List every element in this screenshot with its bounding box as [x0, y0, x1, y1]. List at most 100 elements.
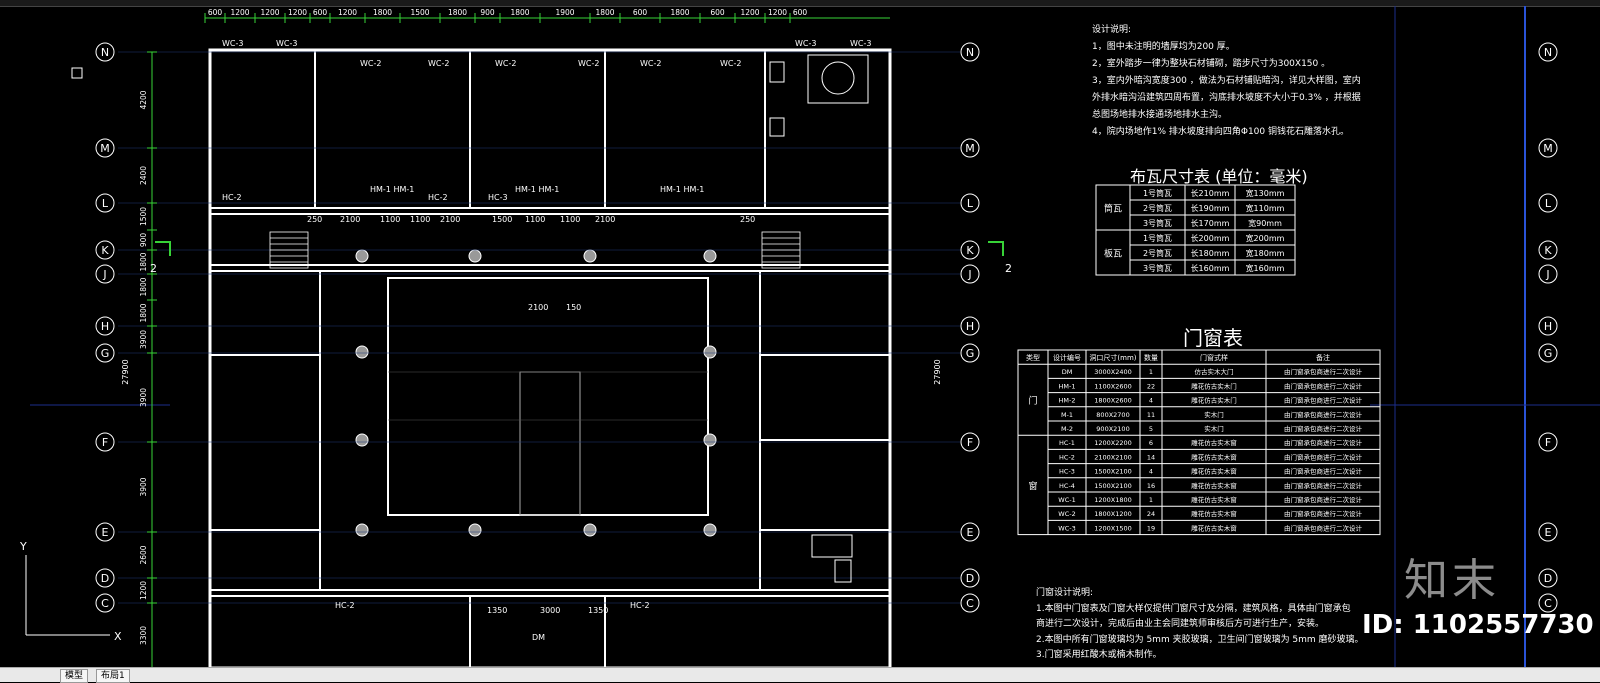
dim-text: 1100: [410, 215, 430, 224]
table-cell: M-1: [1061, 411, 1073, 419]
dim-text: 1800: [139, 303, 148, 322]
grid-bubble: [95, 316, 115, 336]
table-cell: 14: [1147, 453, 1155, 461]
section-mark-label-left: 2: [150, 262, 157, 275]
grid-bubble: [95, 343, 115, 363]
section-mark: [155, 241, 1004, 256]
column: [468, 249, 482, 263]
table-cell: 由门窗承包商进行二次设计: [1284, 424, 1363, 433]
column: [703, 433, 717, 447]
grid-bubble: [960, 432, 980, 452]
dim-text: 2100: [528, 303, 548, 312]
grid-label: F: [102, 436, 108, 449]
dim-text: 600: [710, 8, 725, 17]
dim-text: 2100: [440, 215, 460, 224]
dim-text: 900: [139, 233, 148, 248]
grid-label: D: [966, 572, 974, 585]
window-code: WC-2: [640, 59, 661, 68]
grid-bubble: [95, 593, 115, 613]
grid-bubble: [95, 568, 115, 588]
table-cell: 1800X1200: [1094, 510, 1132, 518]
window-code: WC-2: [428, 59, 449, 68]
table-cell: 由门窗承包商进行二次设计: [1284, 396, 1363, 405]
grid-label: L: [967, 197, 974, 210]
layout-tab-bar: 模型 布局1: [0, 667, 1600, 683]
table-cell: HC-4: [1059, 482, 1075, 490]
table-cell: 板瓦: [1104, 248, 1122, 260]
grid-label: K: [101, 244, 109, 257]
column: [583, 523, 597, 537]
table-header: 洞口尺寸(mm): [1089, 353, 1136, 362]
table-cell: 由门窗承包商进行二次设计: [1284, 410, 1363, 419]
viewcube-icon[interactable]: [71, 67, 83, 79]
grid-bubble: [1538, 138, 1558, 158]
dim-text: 1800: [373, 8, 392, 17]
inner-dimensions: 250 2100 1100 1100 2100 1500 1100 1100 2…: [307, 215, 755, 615]
dim-text: 1200: [139, 581, 148, 600]
table-cell: 800X2700: [1096, 411, 1129, 419]
left-dimension-chain: 4200240015009001800180018003900390039002…: [121, 51, 942, 668]
door-code: HM-1 HM-1: [515, 185, 559, 194]
grid-label: E: [967, 526, 974, 539]
grid-label: E: [102, 526, 109, 539]
dim-text: 1800: [510, 8, 529, 17]
toolbar-strip: [0, 0, 1600, 7]
table-cell: 长200mm: [1191, 233, 1230, 243]
table-cell: 1: [1149, 496, 1153, 504]
grid-bubble: [1538, 240, 1558, 260]
window-code: WC-3: [795, 39, 816, 48]
table-cell: 2100X2100: [1094, 453, 1132, 461]
table-header: 设计编号: [1053, 353, 1081, 362]
grid-label: H: [966, 320, 974, 333]
grid-bubble: [95, 522, 115, 542]
grid-bubble: [95, 432, 115, 452]
table-cell: 5: [1149, 425, 1153, 433]
grid-label: C: [101, 597, 109, 610]
design-notes-title: 设计说明:: [1092, 25, 1132, 35]
table-cell: 雕花仿古实木门: [1191, 381, 1237, 390]
grid-bubble: [960, 568, 980, 588]
note-line: 3，室内外暗沟宽度300 ，做法为石材铺贴暗沟，详见大样图，室内: [1092, 76, 1361, 86]
dim-text: 250: [740, 215, 755, 224]
dim-text: 1800: [448, 8, 467, 17]
dim-text: 1100: [525, 215, 545, 224]
room-codes: WC-3 WC-3 WC-3 WC-3 WC-2 WC-2 WC-2 WC-2 …: [222, 39, 871, 642]
table-cell: 由门窗承包商进行二次设计: [1284, 438, 1363, 447]
table-cell: 1100X2600: [1094, 382, 1132, 390]
dim-text: 3300: [139, 626, 148, 645]
grid-label: F: [1545, 436, 1551, 449]
window-code: HC-2: [630, 601, 650, 610]
table-header: 数量: [1144, 353, 1158, 362]
window-code: HC-2: [222, 193, 242, 202]
internal-walls: [210, 50, 890, 668]
column: [355, 523, 369, 537]
table-cell: 仿古实木大门: [1195, 367, 1234, 376]
note-line: 3.门窗采用红酸木或楠木制作。: [1036, 650, 1162, 660]
grid-bubble: [1538, 42, 1558, 62]
dim-text: 1350: [588, 606, 608, 615]
dim-text: 2100: [595, 215, 615, 224]
dim-text: 1100: [380, 215, 400, 224]
table-cell: 1号筒瓦: [1143, 188, 1172, 198]
dim-text: 600: [793, 8, 808, 17]
table-cell: 1500X2100: [1094, 468, 1132, 476]
grid-bubble: [95, 193, 115, 213]
table-cell: 由门窗承包商进行二次设计: [1284, 523, 1363, 532]
table-cell: 雕花仿古实木窗: [1191, 452, 1237, 461]
table-cell: 长170mm: [1191, 218, 1230, 228]
grid-label: F: [967, 436, 973, 449]
grid-label: M: [1543, 142, 1553, 155]
table-cell: 24: [1147, 510, 1155, 518]
table-cell: 窗: [1028, 480, 1037, 492]
door-code: DM: [532, 633, 545, 642]
dim-text: 2100: [340, 215, 360, 224]
table-cell: 1800X2600: [1094, 397, 1132, 405]
courtyard-boundary: [387, 277, 709, 516]
dim-text: 600: [633, 8, 648, 17]
